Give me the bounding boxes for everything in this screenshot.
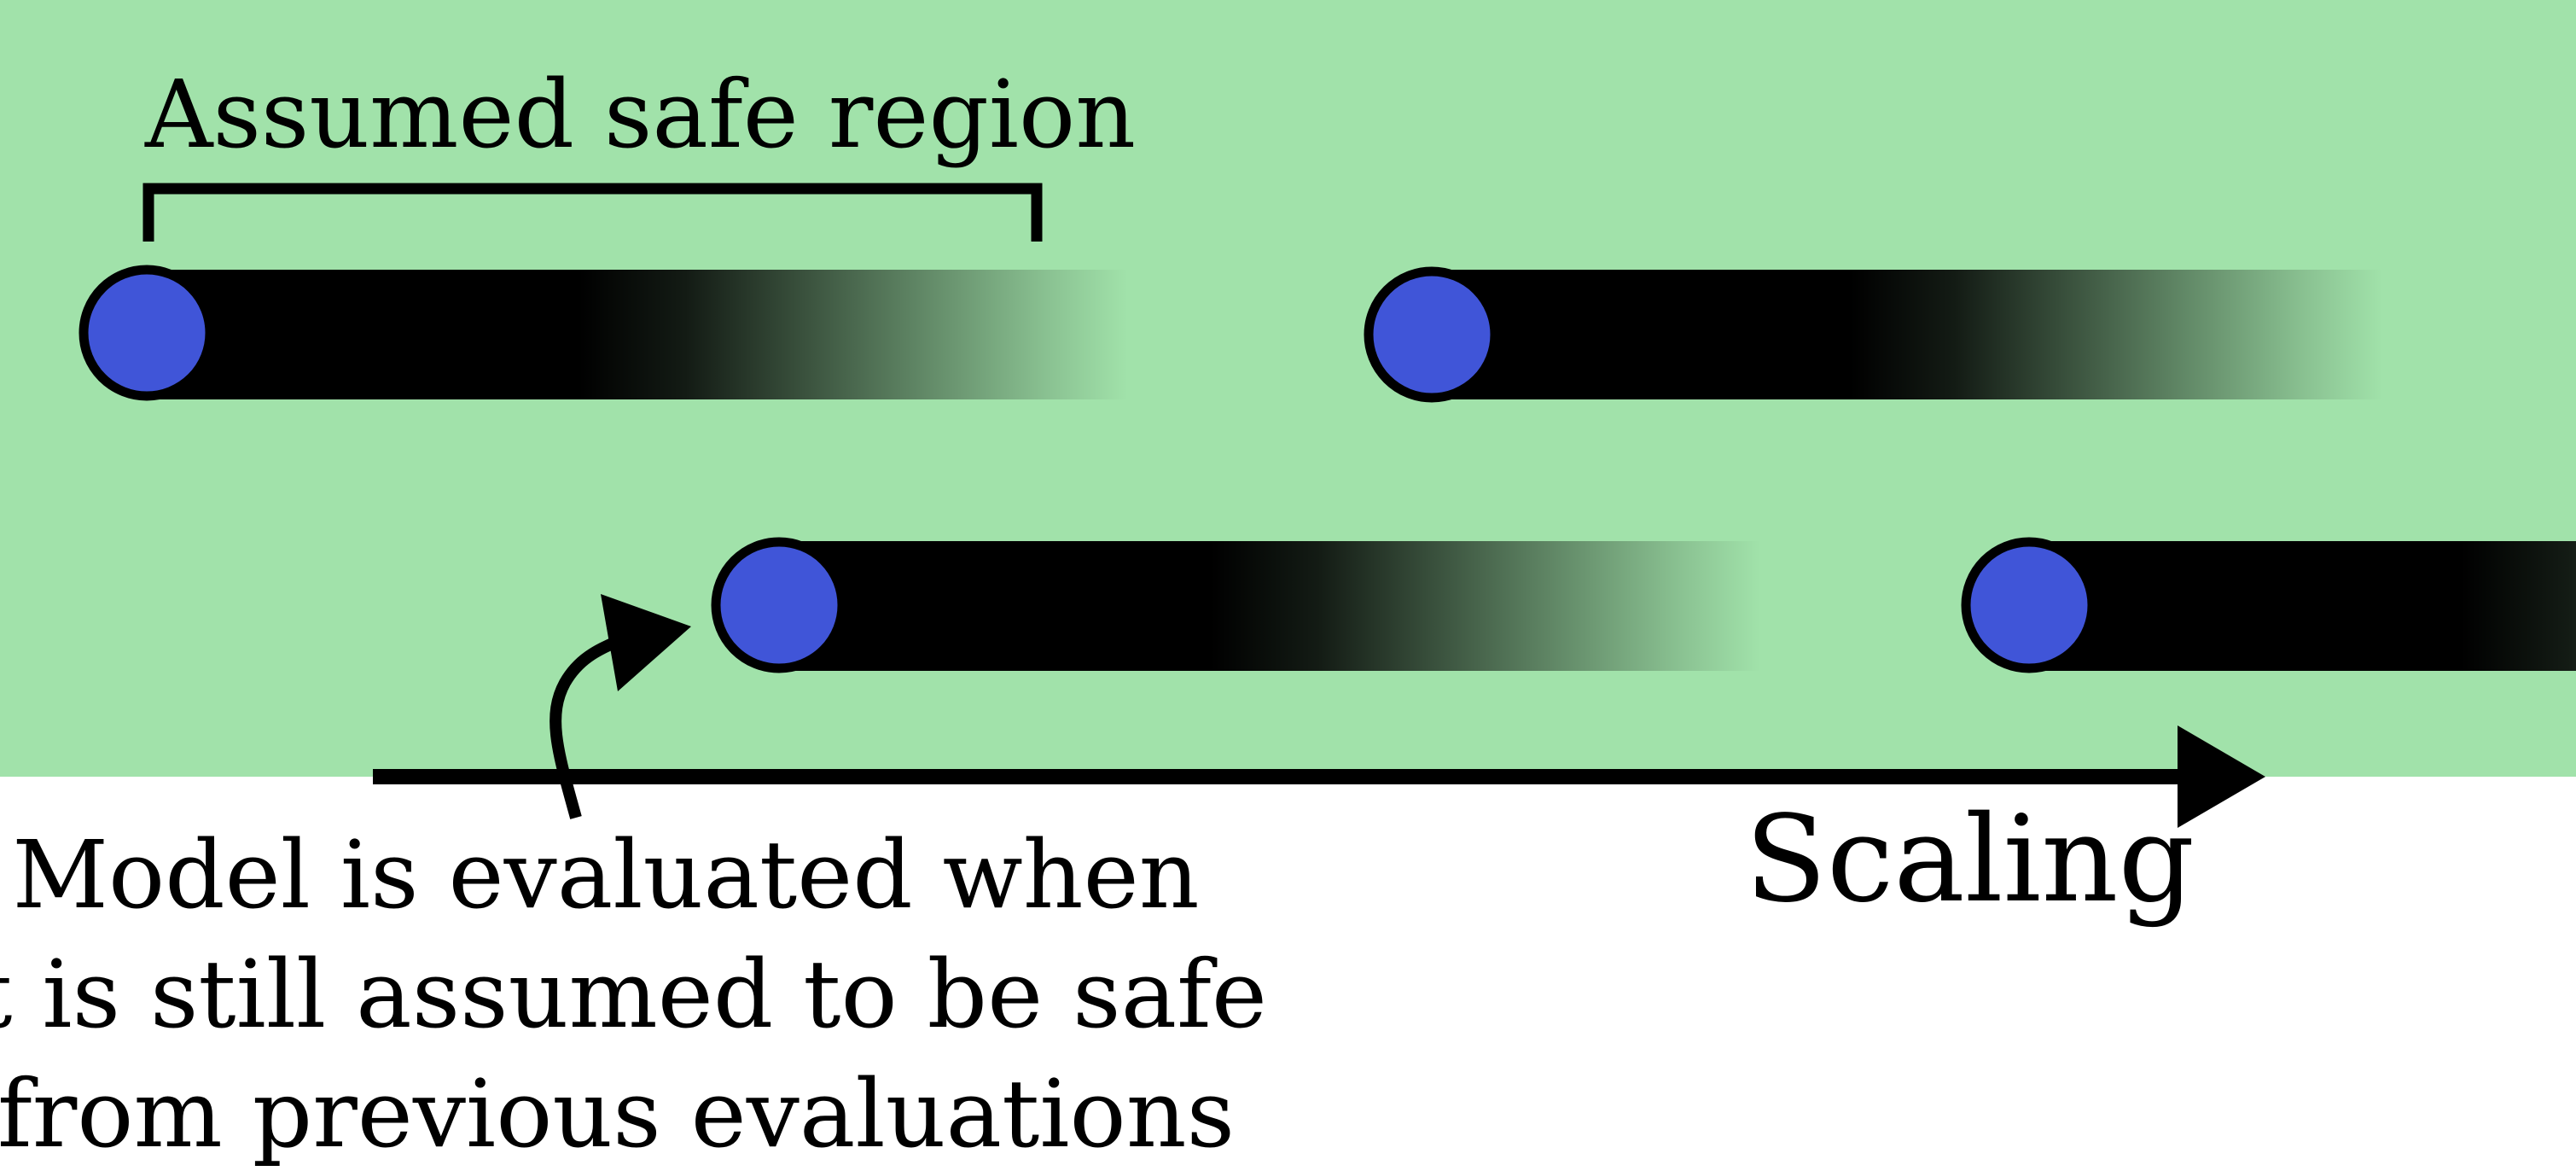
caption-line-2: it is still assumed to be safe <box>0 940 1267 1049</box>
safe-region-bar <box>779 541 1760 671</box>
bracket-icon <box>142 183 1043 242</box>
model-evaluation-1 <box>79 265 1128 401</box>
model-circle-icon <box>711 537 847 673</box>
safe-region-bar <box>147 270 1128 399</box>
caption-line-1: Model is evaluated when <box>12 820 1199 929</box>
caption: Model is evaluated when it is still assu… <box>0 820 1267 1168</box>
safe-region-bar <box>2029 541 2576 671</box>
model-circle-icon <box>1961 537 2097 673</box>
model-circle-icon <box>1364 266 1500 403</box>
safe-region-bar <box>1432 270 2383 399</box>
caption-line-3: from previous evaluations <box>0 1059 1235 1168</box>
safe-region-label: Assumed safe region <box>144 60 1136 169</box>
model-circle-icon <box>79 265 215 401</box>
axis-label: Scaling <box>1745 790 2195 929</box>
right-arrow-icon <box>373 725 2265 828</box>
model-evaluation-3 <box>1364 266 2383 403</box>
model-evaluation-4 <box>1961 537 2576 673</box>
curved-arrow-icon <box>550 594 691 819</box>
model-evaluation-2 <box>711 537 1760 673</box>
